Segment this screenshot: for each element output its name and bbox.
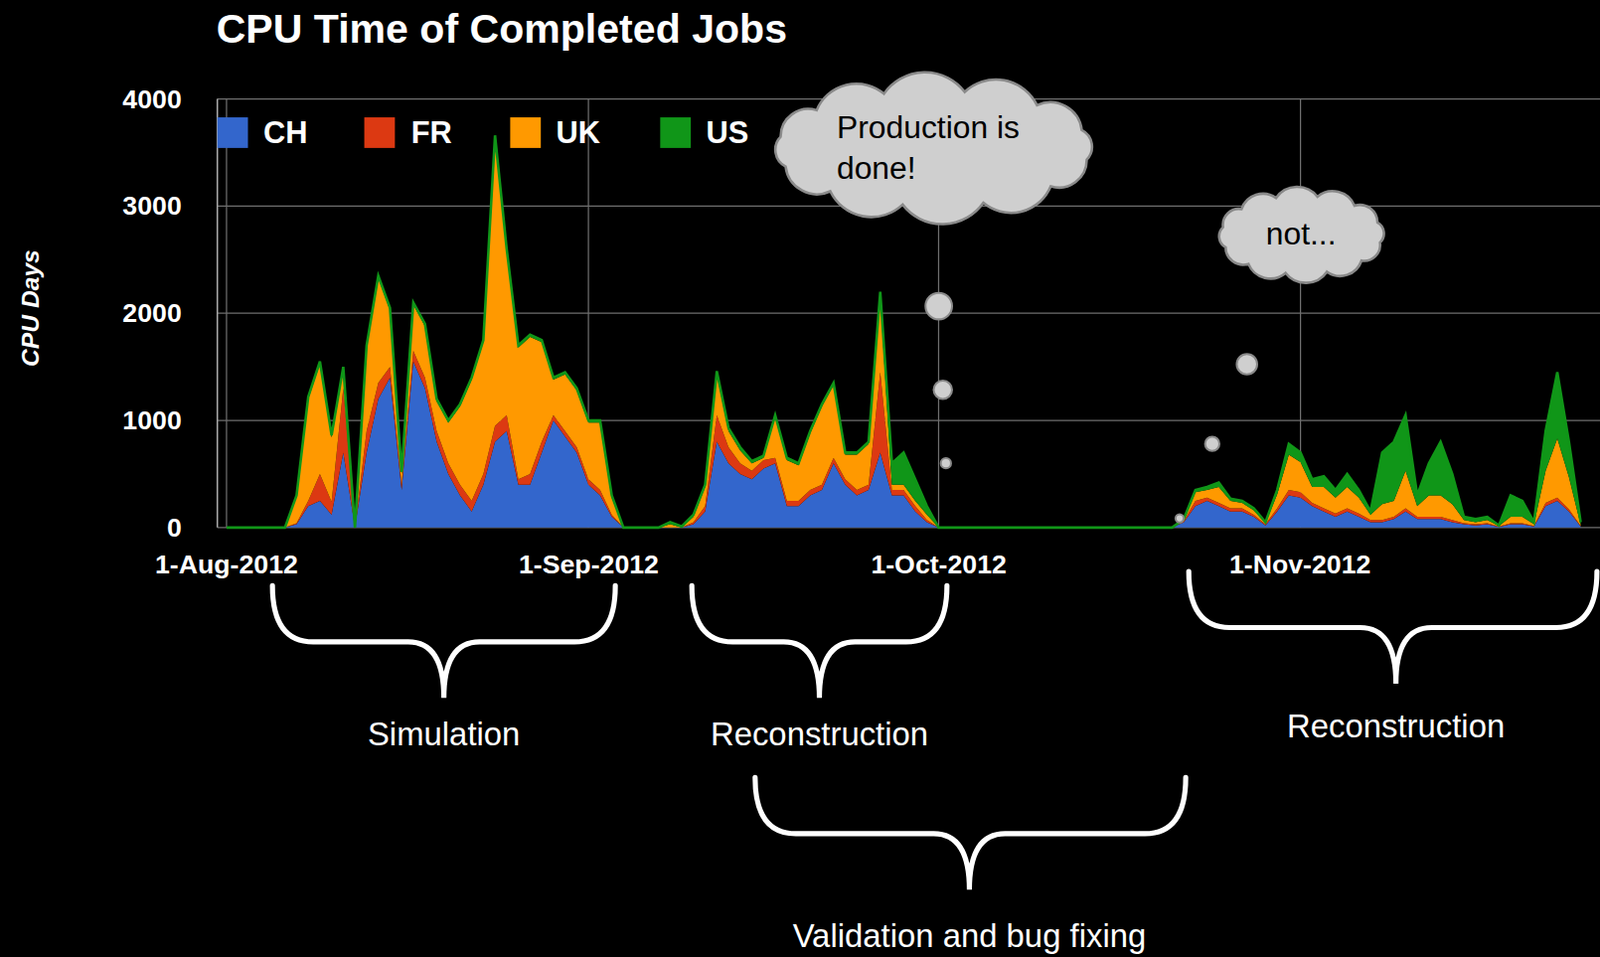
legend-swatch [217,117,249,149]
chart-title: CPU Time of Completed Jobs [216,5,788,51]
date-label: 1-Oct-2012 [870,549,1007,579]
cloud-text: not... [1266,213,1337,255]
grid-line [217,313,1600,315]
phase-label: Validation and bug fixing [793,919,1147,956]
curly-bracket [755,777,1186,890]
curly-bracket [1188,571,1598,684]
thought-cloud: not... [1206,181,1396,289]
legend-swatch [509,117,541,149]
tick-label: 4000 [122,84,181,114]
phase-label: Reconstruction [710,716,929,753]
thought-dot [941,458,952,469]
legend-text: UK [556,116,602,151]
grid-line [225,99,227,528]
legend-text: CH [263,116,309,151]
grid [217,99,1600,528]
date-label: 1-Nov-2012 [1229,549,1371,579]
cloud-outline [1218,186,1384,284]
thought-dot [934,380,953,399]
thought-dot [1205,436,1220,451]
axis-line [216,99,219,528]
tick-label: 1000 [122,405,181,435]
date-label: 1-Aug-2012 [155,549,299,579]
legend-text: FR [411,116,453,151]
cloud-outline [775,72,1093,225]
thought-cloud: Production is done! [763,76,1105,220]
phase-label: Simulation [367,716,520,753]
thought-dot [1236,353,1258,375]
phase-label: Reconstruction [1286,708,1505,745]
curly-bracket [272,585,616,698]
cloud-shape [763,76,1105,220]
thought-dot [925,293,953,320]
curly-bracket [691,585,948,698]
tick-label: 2000 [122,299,181,328]
cloud-text: Production is done! [836,107,1031,190]
legend-text: US [706,116,750,151]
tick-label: 3000 [122,191,181,221]
axis-title: CPU Days [16,249,44,367]
tick-label: 0 [166,512,182,542]
date-label: 1-Sep-2012 [518,549,659,579]
thought-dot [1175,514,1184,523]
legend-swatch [364,117,396,149]
legend-swatch [659,117,691,149]
